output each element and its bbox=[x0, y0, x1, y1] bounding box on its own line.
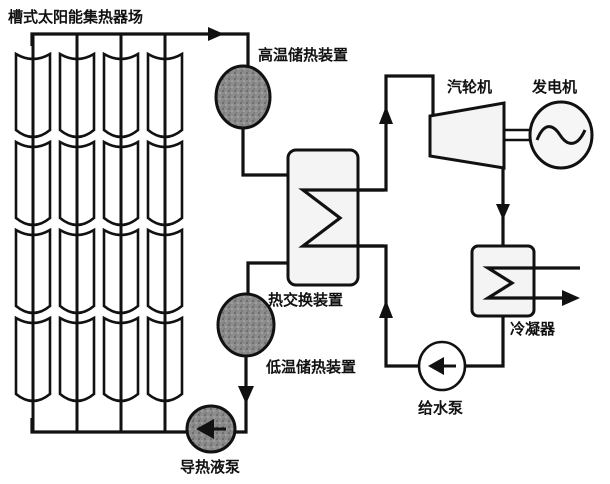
exhaust-pipe bbox=[496, 168, 510, 246]
htf-pump-label: 导热液泵 bbox=[180, 458, 240, 476]
generator bbox=[528, 100, 594, 170]
collector-field-label: 槽式太阳能集热器场 bbox=[8, 8, 143, 26]
cold-header-pipe bbox=[30, 418, 190, 434]
hot-to-hx-pipe bbox=[241, 128, 288, 177]
cold-to-pump-pipe bbox=[236, 356, 254, 434]
feedwater-pump bbox=[417, 340, 467, 392]
heat-exchanger-label: 热交换装置 bbox=[268, 291, 343, 309]
condenser bbox=[470, 244, 580, 318]
hot-storage-tank bbox=[214, 64, 272, 130]
condenser-label: 冷凝器 bbox=[510, 320, 556, 338]
heat-exchanger bbox=[286, 148, 384, 287]
hx-to-cold-pipe bbox=[246, 261, 288, 298]
flow-arrow-up-icon-2 bbox=[379, 300, 393, 318]
turbine-label: 汽轮机 bbox=[447, 78, 492, 96]
flow-arrow-down-icon bbox=[238, 386, 254, 404]
hot-header-pipe bbox=[30, 27, 250, 66]
flow-arrow-down-icon-2 bbox=[496, 204, 510, 220]
feedwater-pipe bbox=[358, 244, 505, 368]
feedwater-pump-label: 给水泵 bbox=[418, 399, 463, 417]
hot-storage-label: 高温储热装置 bbox=[258, 46, 348, 64]
flow-arrow-up-icon bbox=[379, 106, 393, 124]
steam-pipe bbox=[358, 74, 435, 192]
flow-arrow-right-icon bbox=[208, 27, 224, 41]
sine-wave-icon bbox=[535, 125, 587, 145]
turbine bbox=[428, 101, 506, 170]
pump-arrow-left-icon bbox=[196, 419, 214, 439]
cold-storage-tank bbox=[216, 292, 276, 358]
generator-label: 发电机 bbox=[531, 78, 577, 96]
turbine-generator-shaft bbox=[504, 128, 530, 142]
cold-storage-label: 低温储热装置 bbox=[265, 358, 356, 376]
pump-arrow-left-icon-2 bbox=[428, 357, 444, 375]
htf-pump bbox=[185, 404, 237, 454]
collector-field bbox=[14, 34, 184, 432]
cooling-water-out-arrow-icon bbox=[562, 290, 580, 306]
